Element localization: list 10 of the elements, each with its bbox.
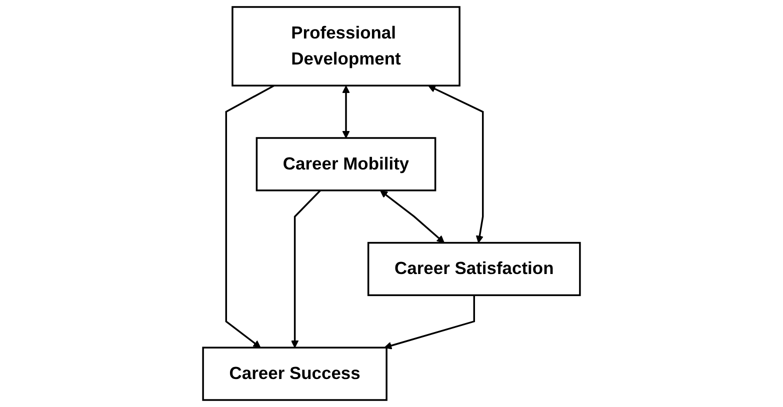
arrow bbox=[380, 190, 445, 244]
node-box: Professional Development bbox=[232, 6, 460, 86]
arrow bbox=[384, 295, 475, 350]
node-box: Career Satisfaction bbox=[367, 242, 581, 296]
arrow bbox=[342, 86, 350, 138]
arrow bbox=[290, 190, 322, 348]
node-box: Career Mobility bbox=[256, 137, 436, 192]
node-box: Career Success bbox=[202, 346, 388, 401]
arrow bbox=[428, 85, 484, 244]
arrow bbox=[225, 84, 274, 348]
